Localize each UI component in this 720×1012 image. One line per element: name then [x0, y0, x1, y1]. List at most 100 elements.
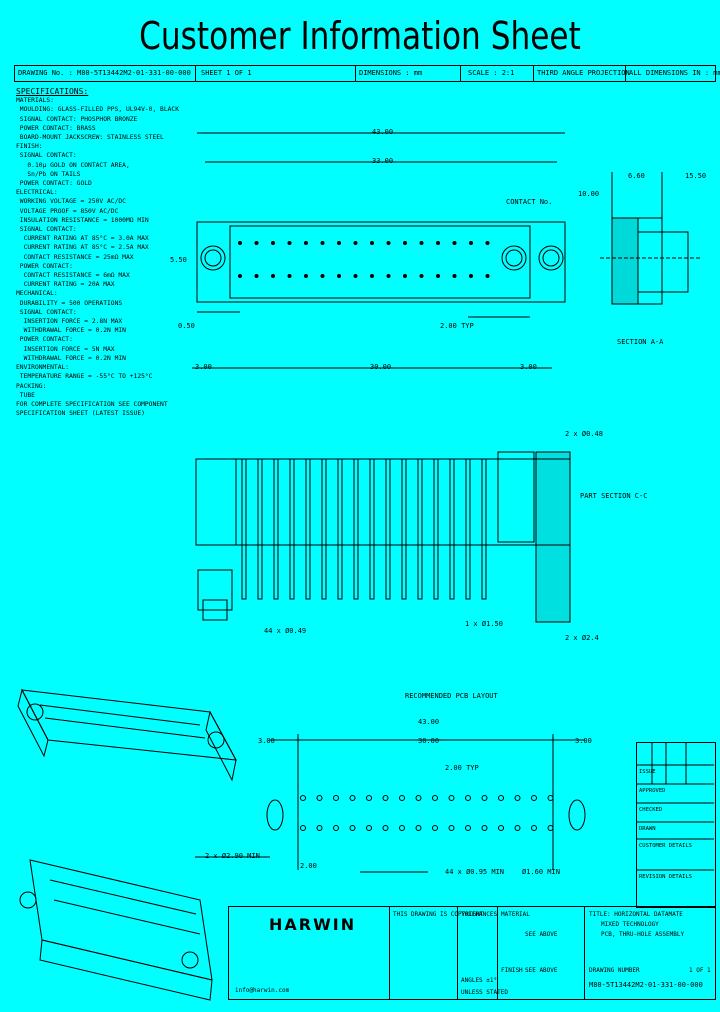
projection-label: THIRD ANGLE PROJECTION: [537, 69, 630, 77]
title-block: HARWIN info@harwin.com THIS DRAWING IS C…: [228, 906, 716, 1000]
spec-line: DURABILITY = 500 OPERATIONS: [16, 299, 123, 307]
tolerance-label: TOLERANCES: [461, 911, 498, 918]
spec-line: CURRENT RATING AT 85°C = 2.5A MAX: [16, 244, 149, 252]
contact-pin: [287, 274, 292, 278]
pcb-hole: [366, 825, 372, 831]
note-peg-dia: 2 x Ø2.4: [565, 634, 599, 642]
spec-line: MATERIALS:: [16, 97, 54, 105]
drawing-number-label: DRAWING NUMBER: [589, 967, 640, 974]
spec-line: POWER CONTACT:: [16, 336, 73, 344]
spec-line: ELECTRICAL:: [16, 189, 58, 197]
contact-tail: [417, 458, 423, 600]
pcb-hole: [465, 825, 471, 831]
drawing-number: M80-5T13442M2-01-331-00-000: [589, 981, 703, 989]
copyright-note: THIS DRAWING IS COPYRIGHT: [393, 911, 484, 918]
pcb-hole: [481, 795, 488, 801]
checked-label: CHECKED: [639, 807, 663, 813]
contact-tail: [433, 458, 439, 600]
contact-pin: [353, 241, 358, 245]
contact-pin: [386, 241, 391, 245]
contact-pin: [419, 241, 424, 245]
section-view: [600, 172, 700, 305]
contact-pin: [469, 274, 473, 278]
contact-tail: [241, 458, 247, 600]
pcb-hole: [316, 795, 323, 801]
contact-tail: [385, 458, 391, 600]
iso-view-1: [17, 688, 237, 782]
contact-pin: [485, 241, 490, 245]
spec-line: INSERTION FORCE = 2.8N MAX: [16, 318, 123, 326]
dim-inner: 33.00: [372, 157, 394, 165]
pcb-hole: [448, 825, 455, 831]
spec-line: WORKING VOLTAGE = 250V AC/DC: [16, 198, 126, 206]
contact-tail: [481, 458, 487, 600]
spec-line: SIGNAL CONTACT:: [16, 152, 77, 160]
pcb-hole: [481, 825, 488, 831]
scale-label: SCALE : 2:1: [468, 69, 515, 77]
spec-line: INSERTION FORCE = 5N MAX: [16, 345, 115, 353]
dim-offset: 0.50: [178, 322, 195, 330]
spec-line: SIGNAL CONTACT:: [16, 308, 77, 316]
drawn-label: DRAWN: [639, 826, 656, 832]
spec-line: WITHDRAWAL FORCE = 0.2N MIN: [16, 327, 126, 335]
contact-tail: [337, 458, 343, 600]
pcb-hole: [547, 825, 554, 831]
pcb-hole-power: Ø1.60 MIN: [522, 868, 560, 876]
dim-section-d: 15.50: [685, 172, 707, 180]
contact-number-label: CONTACT No.: [506, 198, 553, 206]
pcb-hole: [366, 795, 372, 801]
contact-pin: [254, 274, 259, 278]
spec-line: FOR COMPLETE SPECIFICATION SEE COMPONENT: [16, 400, 168, 408]
material-label: MATERIAL: [501, 911, 530, 918]
material-value: SEE ABOVE: [525, 931, 558, 938]
revision-details: REVISION DETAILS: [639, 874, 692, 880]
page-title: Customer Information Sheet: [139, 14, 581, 58]
dimensions-label: DIMENSIONS : mm: [359, 69, 423, 77]
contact-pin: [304, 241, 308, 245]
pcb-layout: [195, 734, 586, 873]
pcb-hole: [498, 795, 504, 801]
spec-line: WITHDRAWAL FORCE = 0.2N MIN: [16, 354, 126, 362]
units-label: ALL DIMENSIONS IN : mm: [629, 69, 720, 77]
contact-pin: [469, 241, 473, 245]
spec-line: SIGNAL CONTACT: PHOSPHOR BRONZE: [16, 115, 138, 123]
contact-tail: [257, 458, 263, 600]
spec-line: CONTACT RESISTANCE = 6mΩ MAX: [16, 272, 130, 280]
spec-line: CURRENT RATING = 20A MAX: [16, 281, 115, 289]
spec-line: SPECIFICATION SHEET (LATEST ISSUE): [16, 410, 145, 418]
contact-pin: [304, 274, 308, 278]
pcb-hole: [399, 825, 405, 831]
contact-tail: [305, 458, 311, 600]
part-section-label: PART SECTION C-C: [580, 492, 648, 500]
contact-tail: [465, 458, 471, 600]
pcb-hole: [300, 825, 306, 831]
contact-pin: [403, 241, 407, 245]
sheet-label: SHEET 1 OF 1: [201, 69, 252, 77]
angles-label: ANGLES ±1°: [461, 977, 498, 984]
drawing-no-label: DRAWING No. : M80-5T13442M2-01-331-00-00…: [18, 69, 191, 77]
contact-pin: [436, 274, 440, 278]
contact-pin: [452, 241, 457, 245]
pcb-hole: [382, 825, 389, 831]
pcb-hole: [498, 825, 504, 831]
issue-label: ISSUE: [639, 769, 656, 775]
contact-pin: [238, 274, 242, 278]
contact-pin: [485, 274, 490, 278]
spec-line: PACKING:: [16, 382, 47, 390]
dim-left-end: 3.00: [195, 363, 212, 371]
contact-tail: [353, 458, 359, 600]
dim-pitch: 2.00 TYP: [440, 322, 474, 330]
spec-line: POWER CONTACT: BRASS: [16, 124, 96, 132]
unless-label: UNLESS STATED: [461, 989, 508, 996]
revision-box: ISSUE APPROVED CHECKED DRAWN CUSTOMER DE…: [636, 742, 716, 908]
pcb-pitch: 2.00 TYP: [445, 764, 479, 772]
contact-pin: [320, 241, 325, 245]
pcb-hole: [432, 795, 438, 801]
finish-label: FINISH: [501, 967, 523, 974]
customer-label: CUSTOMER DETAILS: [639, 843, 692, 849]
dim-section-h: 10.00: [578, 190, 600, 198]
pin-dia-label: 1 x Ø1.50: [465, 620, 503, 628]
drawing-title-2: MIXED TECHNOLOGY: [601, 921, 659, 928]
spec-line: MECHANICAL:: [16, 290, 58, 298]
